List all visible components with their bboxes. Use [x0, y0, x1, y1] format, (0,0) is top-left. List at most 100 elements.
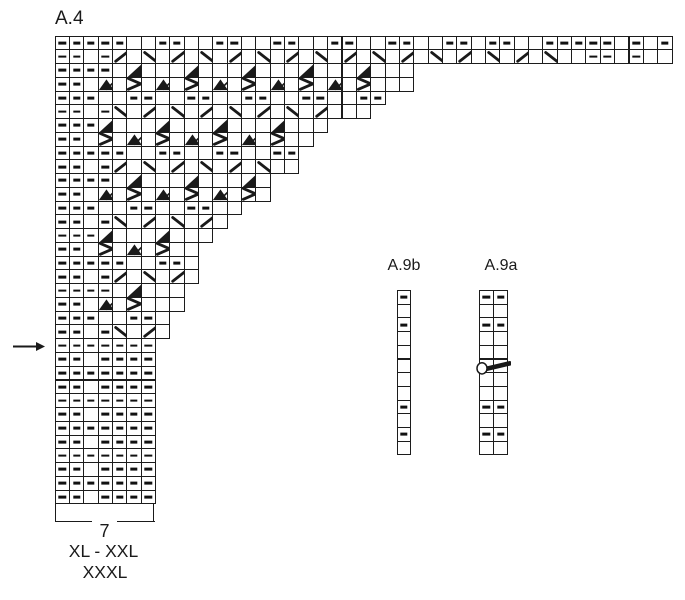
chart-a4-label: A.4 — [55, 8, 84, 29]
purl-dash-symbol — [144, 371, 152, 375]
chart-cell — [183, 76, 199, 92]
purl-dash-symbol — [130, 357, 138, 361]
chart-cell — [126, 255, 142, 271]
purl-dash-symbol — [115, 357, 124, 361]
purl-dash-symbol — [101, 275, 109, 279]
purl-dash-symbol — [101, 220, 109, 224]
chart-cell — [54, 462, 70, 477]
purl-dash-symbol — [87, 371, 95, 375]
chart-cell — [284, 104, 300, 120]
chart-cell — [183, 104, 199, 120]
chart-cell — [154, 310, 171, 326]
chart-cell — [255, 159, 271, 175]
chart-cell — [198, 90, 214, 106]
chart-cell — [97, 324, 113, 340]
purl-dash-symbol — [101, 344, 109, 347]
chart-cell — [284, 131, 300, 147]
purl-dash-symbol — [72, 399, 81, 403]
chart-cell — [499, 35, 515, 51]
chart-cell — [312, 49, 329, 64]
chart-cell — [384, 76, 400, 92]
chart-cell — [226, 159, 243, 175]
chart-cell — [441, 49, 458, 64]
chart-cell — [355, 49, 372, 64]
chart-cell — [298, 49, 314, 64]
chart-cell — [492, 303, 509, 319]
purl-dash-symbol — [72, 247, 81, 251]
chart-cell — [111, 379, 128, 395]
purl-dash-symbol — [58, 468, 66, 471]
chart-cell — [97, 186, 113, 202]
chart-cell — [68, 338, 85, 353]
chart-cell — [126, 228, 142, 243]
purl-dash-symbol — [115, 261, 124, 265]
purl-dash-symbol — [158, 41, 167, 45]
chart-cell — [396, 290, 412, 305]
purl-dash-symbol — [661, 41, 669, 45]
chart-cell — [269, 159, 286, 175]
purl-dash-symbol — [603, 55, 612, 59]
chart-cell — [140, 310, 156, 326]
chart-cell — [226, 76, 243, 92]
purl-dash-symbol — [58, 137, 66, 141]
chart-cell — [198, 214, 214, 230]
chart-cell — [628, 49, 644, 64]
purl-dash-symbol — [58, 275, 66, 279]
purl-dash-symbol — [72, 385, 81, 389]
chart-cell — [396, 385, 412, 401]
chart-cell — [154, 131, 171, 147]
chart-cell — [255, 63, 271, 78]
chart-cell — [226, 49, 243, 64]
purl-dash-symbol — [560, 41, 569, 45]
chart-cell — [54, 159, 70, 175]
chart-cell — [241, 76, 257, 92]
purl-dash-symbol — [400, 405, 408, 409]
chart-cell — [97, 420, 113, 436]
purl-dash-symbol — [87, 454, 95, 458]
chart-cell — [111, 462, 128, 477]
chart-cell — [54, 214, 70, 230]
purl-dash-symbol — [72, 151, 81, 155]
chart-cell — [355, 76, 372, 92]
purl-dash-symbol — [58, 234, 66, 237]
chart-cell — [97, 434, 113, 450]
chart-cell — [169, 283, 185, 298]
chart-cell — [492, 358, 509, 374]
purl-dash-symbol — [72, 192, 81, 196]
purl-dash-symbol — [101, 440, 109, 444]
chart-cell — [198, 35, 214, 51]
chart-cell — [284, 145, 300, 161]
purl-dash-symbol — [87, 289, 95, 292]
chart-cell — [111, 448, 128, 464]
purl-dash-symbol — [72, 55, 81, 59]
chart-cell — [83, 462, 99, 477]
chart-cell — [126, 173, 142, 188]
chart-cell — [54, 489, 70, 505]
chart-cell — [284, 159, 300, 175]
chart-cell — [111, 131, 128, 147]
chart-cell — [492, 372, 509, 387]
chart-cell — [183, 35, 199, 51]
chart-cell — [427, 49, 443, 64]
repeat-bracket-right-tick — [152, 503, 155, 523]
purl-dash-symbol — [115, 399, 124, 403]
chart-cell — [68, 324, 85, 340]
chart-cell — [54, 76, 70, 92]
chart-cell — [269, 76, 286, 92]
purl-dash-symbol — [632, 41, 640, 45]
chart-cell — [111, 269, 128, 285]
chart-cell — [154, 35, 171, 51]
chart-cell — [140, 104, 156, 120]
chart-cell — [183, 145, 199, 161]
chart-cell — [97, 462, 113, 477]
chart-cell — [614, 35, 630, 51]
purl-dash-symbol — [115, 41, 124, 45]
purl-dash-symbol — [130, 96, 138, 100]
chart-cell — [83, 407, 99, 422]
chart-cell — [83, 489, 99, 505]
chart-cell — [198, 76, 214, 92]
chart-cell — [97, 407, 113, 422]
purl-dash-symbol — [72, 426, 81, 430]
chart-a9b-label: A.9b — [387, 257, 421, 274]
chart-cell — [54, 324, 70, 340]
